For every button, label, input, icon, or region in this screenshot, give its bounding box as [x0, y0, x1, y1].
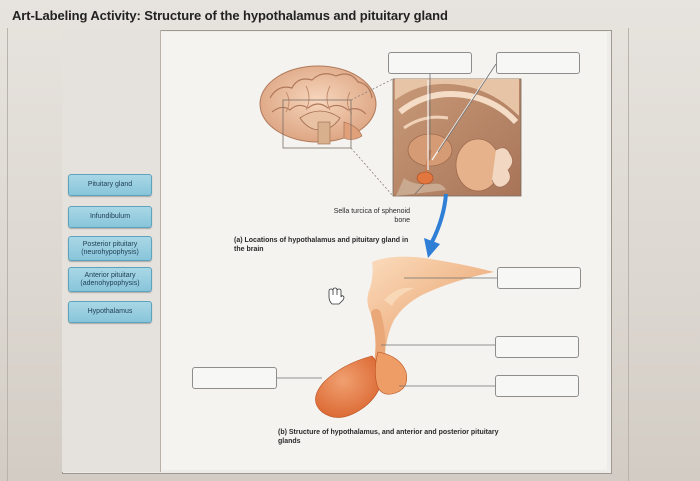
- label-chip-posterior-pituitary[interactable]: Posterior pituitary (neurohypophysis): [68, 236, 152, 261]
- drop-target-1[interactable]: [388, 52, 472, 74]
- label-chip-pituitary-gland[interactable]: Pituitary gland: [68, 174, 152, 196]
- label-chip-text: Hypothalamus: [87, 308, 133, 315]
- label-chip-text: Pituitary gland: [87, 181, 133, 188]
- frame-divider-right: [628, 28, 629, 481]
- drop-target-3[interactable]: [497, 267, 581, 289]
- drop-target-6[interactable]: [192, 367, 277, 389]
- label-chip-text: Infundibulum: [89, 213, 131, 220]
- label-chip-anterior-pituitary[interactable]: Anterior pituitary (adenohypophysis): [68, 267, 152, 292]
- page-title: Art-Labeling Activity: Structure of the …: [12, 8, 448, 23]
- caption-b: (b) Structure of hypothalamus, and anter…: [278, 429, 499, 445]
- zoom-arrow-icon: [424, 193, 448, 258]
- hypothalamus-pituitary-illustration: [315, 256, 494, 418]
- frame-divider-left: [7, 28, 8, 481]
- drop-target-4[interactable]: [495, 336, 579, 358]
- drop-target-2[interactable]: [496, 52, 580, 74]
- label-chip-text: Posterior pituitary (neurohypophysis): [81, 240, 139, 256]
- brain-inset-illustration: [392, 65, 522, 197]
- label-chip-infundibulum[interactable]: Infundibulum: [68, 206, 152, 228]
- drop-target-5[interactable]: [495, 375, 579, 397]
- caption-a: (a) Locations of hypothalamus and pituit…: [234, 237, 409, 253]
- brain-overview-illustration: [259, 65, 377, 149]
- sella-turcica-label: Sella turcica of sphenoid bone: [333, 208, 410, 224]
- label-chip-hypothalamus[interactable]: Hypothalamus: [68, 301, 152, 323]
- diagram-canvas: [161, 32, 607, 470]
- label-chip-text: Anterior pituitary (adenohypophysis): [80, 271, 140, 287]
